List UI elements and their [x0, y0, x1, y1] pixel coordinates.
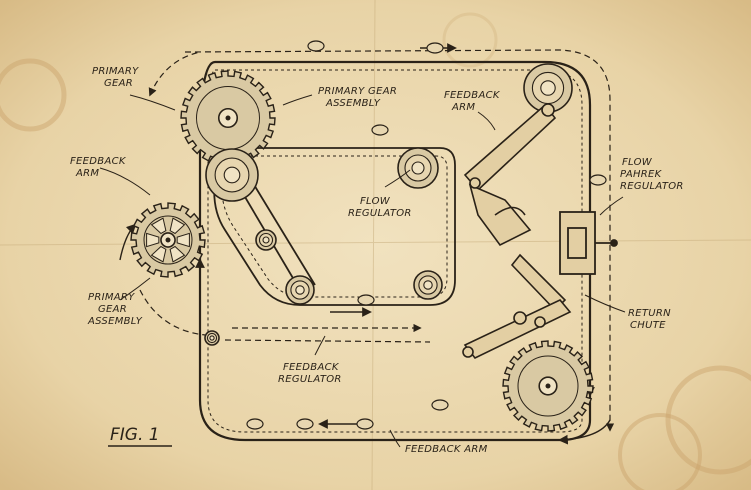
bottom-right-gear [502, 340, 594, 432]
pulley-upper-left [205, 148, 259, 202]
idler-pulley [255, 229, 277, 251]
label-feedback-arm-bottom: FEEDBACK ARM [405, 444, 488, 455]
pulley-lower-left [285, 275, 315, 305]
coins-layer [246, 40, 607, 430]
feedback-arm-mechanism [463, 103, 557, 247]
idler-small-left [204, 330, 220, 346]
coin [356, 418, 374, 430]
coin [357, 294, 375, 306]
gears-layer [130, 63, 594, 432]
pulley-lower-mid [413, 270, 443, 300]
flow-paths [139, 49, 615, 432]
coin [589, 174, 607, 186]
coin [426, 42, 444, 54]
coin [307, 40, 325, 52]
coin [296, 418, 314, 430]
leader-lines [99, 94, 626, 448]
coin [431, 399, 449, 411]
coin [371, 124, 389, 136]
flow-regulator-box [559, 211, 618, 275]
return-chute-linkage [462, 253, 572, 360]
primary-gear-assembly-left [130, 202, 206, 278]
coin [246, 418, 264, 430]
flow-regulator-pulley [397, 147, 439, 189]
figure-caption: FIG. 1 [110, 425, 160, 445]
coffee-stains [0, 12, 751, 490]
